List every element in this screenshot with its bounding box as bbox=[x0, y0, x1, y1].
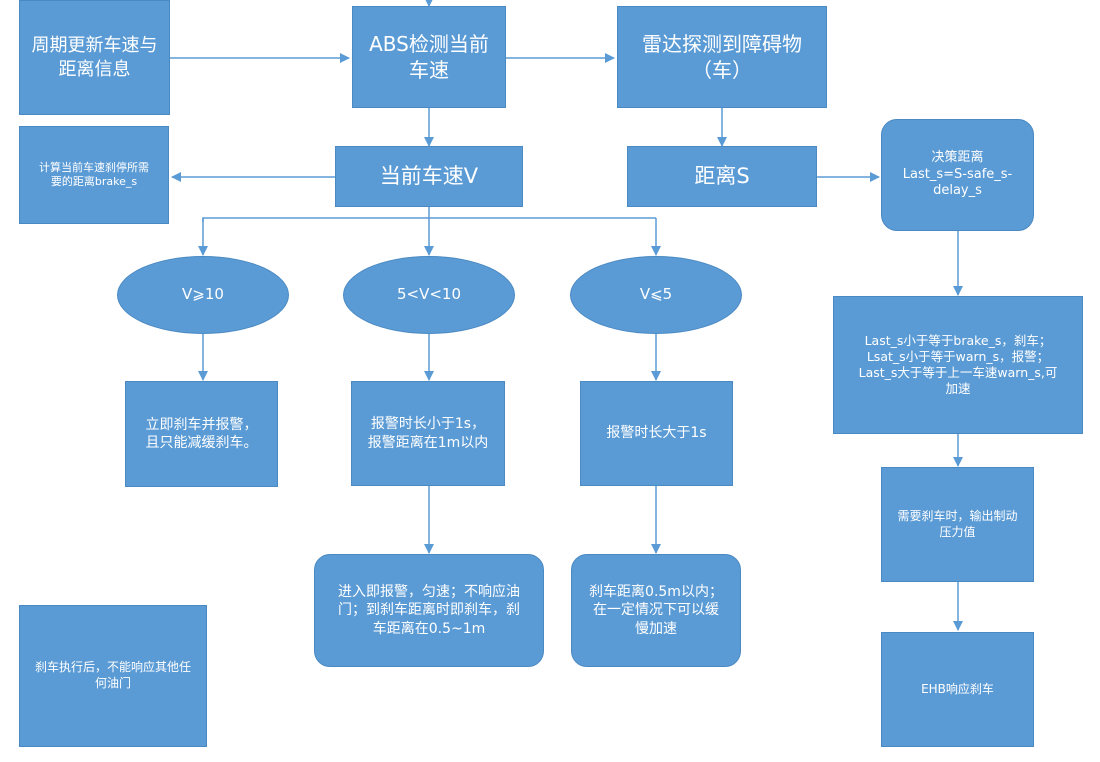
condition-low-speed-label: V⩽5 bbox=[639, 285, 673, 304]
ehb-brake-box: EHB响应刹车 bbox=[881, 632, 1034, 747]
update-speed-distance-label: 周期更新车速与 距离信息 bbox=[31, 35, 158, 80]
after-brake-note-box: 刹车执行后，不能响应其他任 何油门 bbox=[19, 605, 207, 747]
brake-output-label: 需要刹车时，输出制动 压力值 bbox=[897, 508, 1018, 539]
low-speed-action-box: 报警时长大于1s bbox=[580, 381, 733, 486]
decision-distance-label: 决策距离 Last_s=S-safe_s- delay_s bbox=[902, 149, 1013, 199]
current-speed-label: 当前车速V bbox=[379, 163, 479, 188]
abs-detect-label: ABS检测当前 车速 bbox=[369, 32, 489, 82]
mid-speed-detail-label: 进入即报警，匀速；不响应油 门；到刹车距离时即刹车，刹 车距离在0.5~1m bbox=[338, 584, 520, 637]
ehb-brake-label: EHB响应刹车 bbox=[921, 681, 994, 696]
condition-low-speed: V⩽5 bbox=[570, 256, 742, 334]
distance-box: 距离S bbox=[627, 146, 817, 207]
mid-speed-action-label: 报警时长小于1s， 报警距离在1m以内 bbox=[367, 416, 489, 451]
brake-distance-calc-box: 计算当前车速刹停所需 要的距离brake_s bbox=[19, 126, 169, 224]
brake-distance-calc-label: 计算当前车速刹停所需 要的距离brake_s bbox=[39, 160, 149, 188]
current-speed-box: 当前车速V bbox=[335, 146, 523, 207]
low-speed-action-label: 报警时长大于1s bbox=[606, 425, 707, 442]
low-speed-detail-box: 刹车距离0.5m以内； 在一定情况下可以缓 慢加速 bbox=[571, 554, 741, 667]
decision-rule-label: Last_s小于等于brake_s，刹车； Lsat_s小于等于warn_s，报… bbox=[858, 332, 1058, 397]
low-speed-detail-label: 刹车距离0.5m以内； 在一定情况下可以缓 慢加速 bbox=[589, 584, 723, 637]
abs-detect-box: ABS检测当前 车速 bbox=[352, 6, 506, 108]
high-speed-action-label: 立即刹车并报警， 且只能减缓刹车。 bbox=[145, 416, 258, 451]
high-speed-action-box: 立即刹车并报警， 且只能减缓刹车。 bbox=[125, 381, 278, 487]
update-speed-distance-box: 周期更新车速与 距离信息 bbox=[19, 0, 170, 115]
brake-output-box: 需要刹车时，输出制动 压力值 bbox=[881, 467, 1034, 582]
mid-speed-action-box: 报警时长小于1s， 报警距离在1m以内 bbox=[351, 381, 505, 486]
mid-speed-detail-box: 进入即报警，匀速；不响应油 门；到刹车距离时即刹车，刹 车距离在0.5~1m bbox=[314, 554, 544, 667]
condition-mid-speed: 5<V<10 bbox=[343, 256, 515, 334]
condition-high-speed-label: V⩾10 bbox=[182, 285, 224, 304]
radar-detect-box: 雷达探测到障碍物 （车） bbox=[617, 6, 827, 108]
decision-rule-box: Last_s小于等于brake_s，刹车； Lsat_s小于等于warn_s，报… bbox=[833, 296, 1083, 434]
distance-label: 距离S bbox=[694, 163, 750, 188]
decision-distance-box: 决策距离 Last_s=S-safe_s- delay_s bbox=[881, 119, 1034, 231]
after-brake-note-label: 刹车执行后，不能响应其他任 何油门 bbox=[34, 660, 191, 690]
radar-detect-label: 雷达探测到障碍物 （车） bbox=[642, 32, 802, 82]
condition-mid-speed-label: 5<V<10 bbox=[396, 285, 462, 304]
condition-high-speed: V⩾10 bbox=[117, 256, 289, 334]
